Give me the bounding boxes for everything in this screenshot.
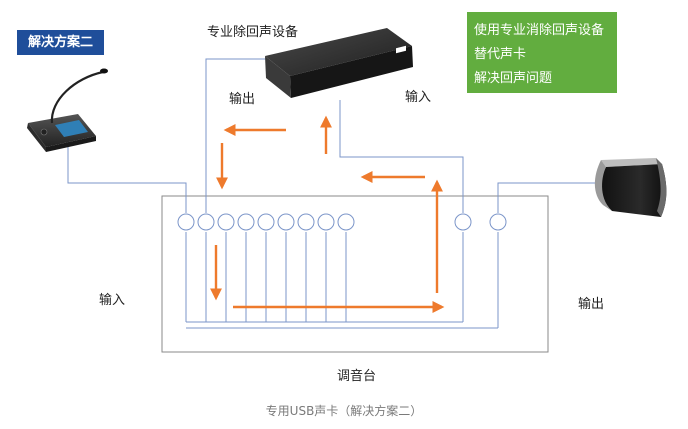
- mixer-box: [161, 195, 549, 353]
- solution-badge: 解决方案二: [17, 30, 104, 55]
- signal-flow-arrows: [210, 115, 445, 313]
- mixer-name-label: 调音台: [337, 369, 377, 384]
- mixer-input-label: 输入: [99, 293, 126, 308]
- solution-note-box: 使用专业消除回声设备 替代声卡 解决回声问题: [467, 12, 617, 93]
- mixer-internal-wiring: [185, 232, 499, 329]
- note-line-3: 解决回声问题: [474, 71, 553, 86]
- echo-canceller-rack-icon: [265, 0, 413, 98]
- echo-canceller-output-label: 输出: [229, 92, 256, 107]
- conference-microphone-icon: [27, 68, 108, 152]
- echo-canceller-input-label: 输入: [405, 90, 432, 105]
- note-line-1: 使用专业消除回声设备: [474, 23, 605, 38]
- mixer-channel-jacks: [177, 213, 507, 231]
- note-line-2: 替代声卡: [474, 47, 527, 62]
- speaker-icon: [594, 158, 667, 217]
- external-wiring: [67, 58, 595, 213]
- mixer-output-label: 输出: [578, 297, 605, 312]
- figure-caption: 专用USB声卡（解决方案二）: [265, 404, 423, 418]
- echo-canceller-title: 专业除回声设备: [207, 25, 299, 40]
